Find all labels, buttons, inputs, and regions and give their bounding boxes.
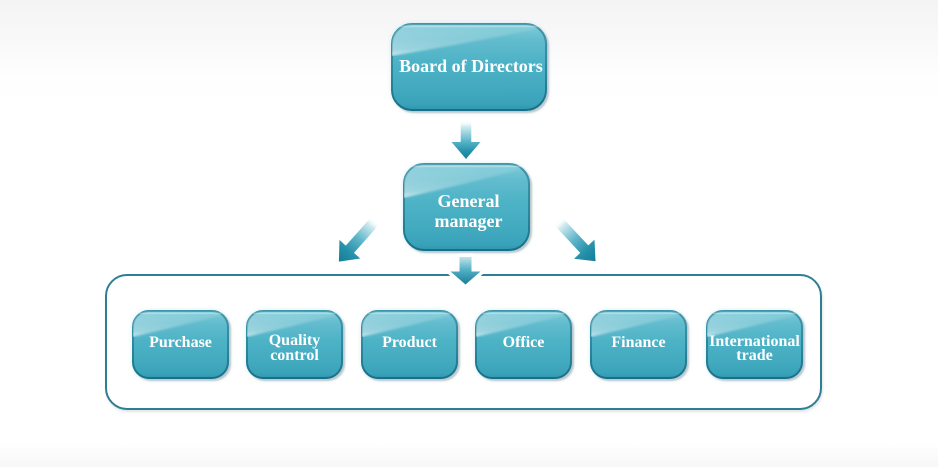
node-product: Product — [361, 310, 458, 379]
node-label: International trade — [709, 332, 800, 364]
glossy-box-face — [475, 310, 572, 379]
glossy-box-face — [706, 310, 803, 379]
node-purchase: Purchase — [132, 310, 229, 379]
node-board-of-directors: Board of Directors — [391, 23, 547, 111]
node-quality-control: Quality control — [246, 310, 343, 379]
node-label: General manager — [434, 190, 503, 232]
glossy-box-face — [403, 163, 530, 251]
glossy-box-face — [246, 310, 343, 379]
node-label: Purchase — [149, 333, 212, 351]
node-label: Quality control — [268, 331, 321, 364]
node-label: Board of Directors — [399, 56, 543, 77]
glossy-box-face — [132, 310, 229, 379]
arrow-manager-diagonal-left-icon — [338, 216, 380, 262]
node-finance: Finance — [590, 310, 687, 379]
arrow-board-to-manager-icon — [451, 120, 481, 159]
arrow-manager-diagonal-right-icon — [553, 217, 596, 262]
node-label: Product — [382, 333, 437, 351]
glossy-box-face — [361, 310, 458, 379]
node-general-manager: General manager — [403, 163, 530, 251]
node-office: Office — [475, 310, 572, 379]
node-label: Finance — [611, 333, 666, 351]
node-label: Office — [502, 333, 545, 351]
glossy-box-face — [590, 310, 687, 379]
glossy-box-face — [391, 23, 547, 111]
node-international-trade: International trade — [706, 310, 803, 379]
